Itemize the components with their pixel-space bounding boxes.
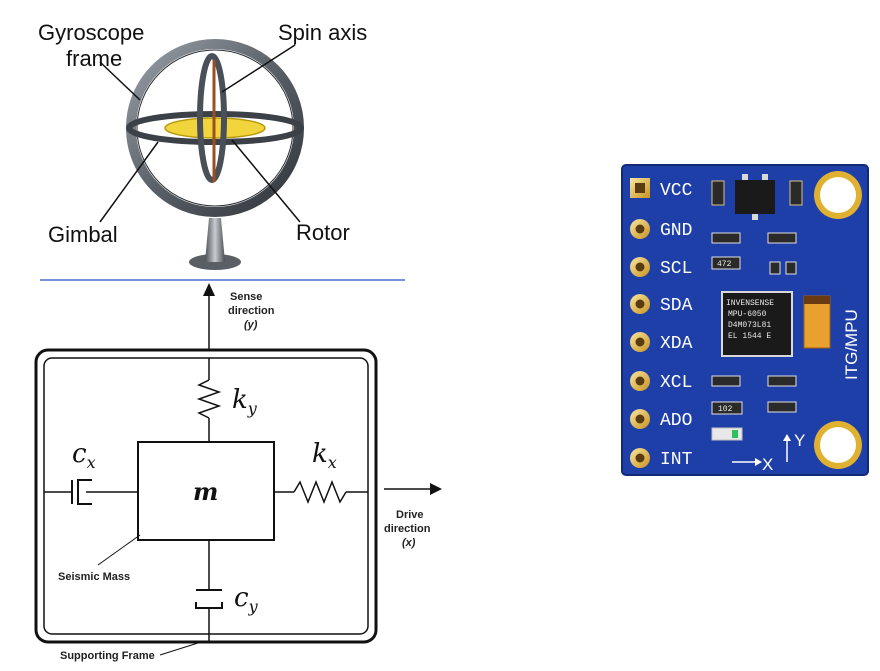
resistor-102-label: 102 [718,405,733,414]
spring-ky [196,379,222,419]
mass-label: m [193,477,218,506]
mpu6050-chip: INVENSENSE MPU-6050 D4M073L81 EL 1544 E [721,291,793,357]
gyroscope-illustration: Gyroscope frame Spin axis Gimbal Rotor [38,20,367,270]
gimbal-vertical-ring [197,53,227,183]
sense-direction-label-2: direction [228,305,275,317]
tantalum-capacitor [803,295,831,349]
voltage-regulator [735,180,775,214]
supporting-frame-label: Supporting Frame [60,650,155,662]
resistor-472-label: 472 [717,260,732,269]
pin-label-int: INT [660,450,693,470]
sense-direction-label-1: Sense [230,291,262,303]
damper-cx-cup [77,479,92,505]
rotor-label: Rotor [296,220,350,245]
pin-label-gnd: GND [660,221,692,241]
cy-label: cy [234,583,259,616]
seismic-mass-label: Seismic Mass [58,571,130,583]
pin-label-scl: SCL [660,259,692,279]
pin-label-xcl: XCL [660,373,692,393]
mems-diagram: Sense direction (y) ky m cx kx Drive dir… [34,283,442,662]
sense-direction-label-3: (y) [244,319,258,331]
seismic-mass-block [137,441,275,541]
drive-direction-label-2: direction [384,523,431,535]
pin-label-ado: ADO [660,411,692,431]
kx-label: kx [312,439,337,472]
y-axis-label: Y [794,431,805,450]
chip-label-line4: EL 1544 E [728,332,771,341]
mpu6050-board: VCC GND SCL SDA XDA XCL ADO INT 472 [621,164,869,476]
chip-label-line2: MPU-6050 [728,310,767,319]
chip-label-line1: INVENSENSE [726,299,774,308]
pin-pads [630,178,650,468]
board-side-label: ITG/MPU [842,309,861,380]
stand-post [205,218,225,262]
cx-label: cx [72,439,96,472]
gyroscope-frame-label-line2: frame [66,46,122,71]
drive-direction-label-1: Drive [396,509,424,521]
spin-axis-label: Spin axis [278,20,367,45]
x-axis-label: X [762,455,773,474]
chip-label-line3: D4M073L81 [728,321,771,330]
spring-kx [293,479,347,505]
ky-label: ky [232,385,258,418]
pin-label-vcc: VCC [660,181,693,201]
drive-direction-label-3: (x) [402,537,416,549]
pin-label-sda: SDA [660,296,693,316]
gyroscope-frame-label-line1: Gyroscope [38,20,144,45]
gimbal-label: Gimbal [48,222,118,247]
smd-components: 472 102 [711,180,803,441]
supporting-frame-inner [43,357,369,635]
pin-label-xda: XDA [660,334,693,354]
